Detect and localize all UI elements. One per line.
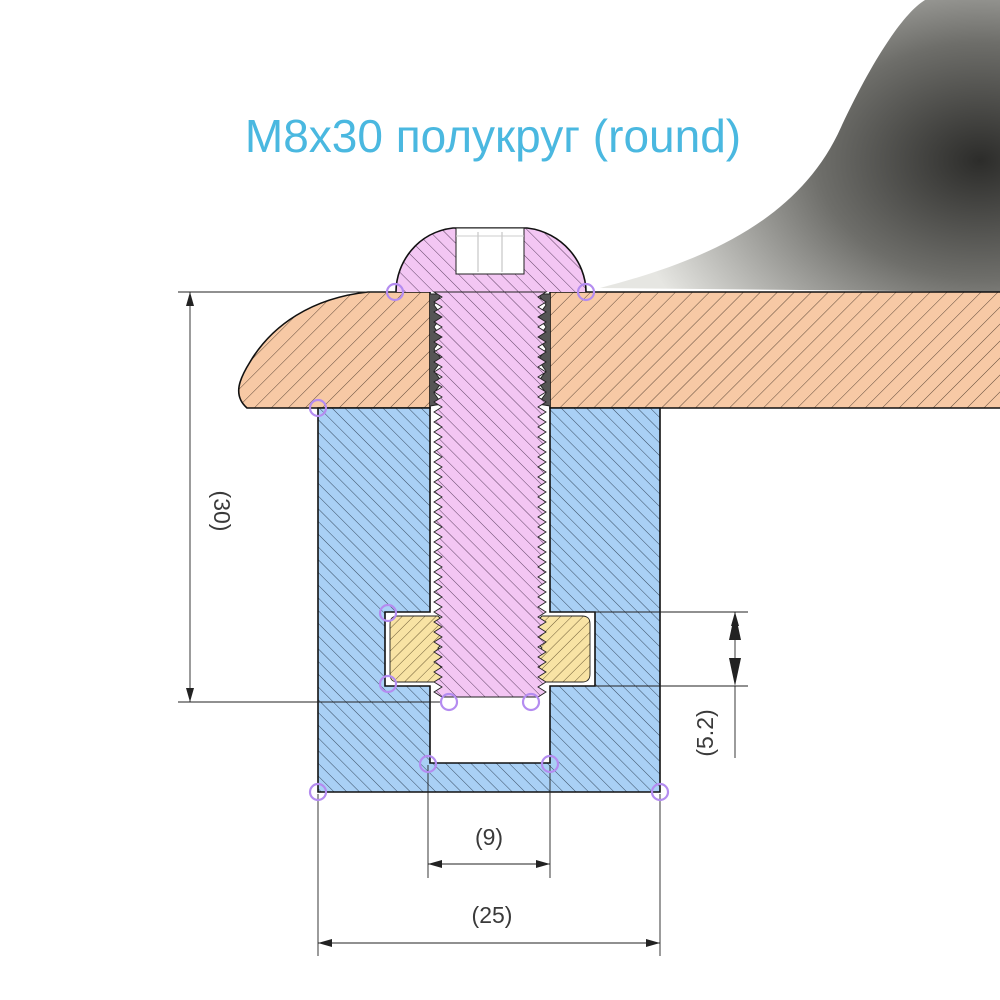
panel-section <box>237 291 1000 409</box>
dimension-length: (30) <box>178 291 440 703</box>
dimension-nut-height: (5.2) <box>590 611 748 758</box>
dimension-length-label: (30) <box>209 491 235 532</box>
dimension-nut-height-label: (5.2) <box>692 709 718 756</box>
knob-shape <box>600 0 1000 292</box>
grip-handles <box>308 282 670 802</box>
grip-handle[interactable] <box>378 603 398 623</box>
dimension-slot-width-label: (9) <box>475 824 503 850</box>
grip-handle[interactable] <box>308 398 328 418</box>
grip-handle[interactable] <box>439 692 459 712</box>
dimension-slot-width: (9) <box>427 765 551 878</box>
dimension-profile-width: (25) <box>317 794 661 956</box>
hex-socket <box>455 227 525 275</box>
grip-handle[interactable] <box>308 782 328 802</box>
dimension-profile-width-label: (25) <box>472 902 513 928</box>
grip-handle[interactable] <box>650 782 670 802</box>
grip-handle[interactable] <box>418 754 438 774</box>
thread-insert <box>429 293 551 407</box>
drawing-title: M8x30 полукруг (round) <box>245 110 741 162</box>
grip-handle[interactable] <box>576 282 596 302</box>
profile-section <box>317 407 661 793</box>
grip-handle[interactable] <box>521 692 541 712</box>
bolt <box>395 227 587 698</box>
grip-handle[interactable] <box>540 754 560 774</box>
t-nut <box>389 615 591 683</box>
grip-handle[interactable] <box>385 282 405 302</box>
grip-handle[interactable] <box>378 674 398 694</box>
